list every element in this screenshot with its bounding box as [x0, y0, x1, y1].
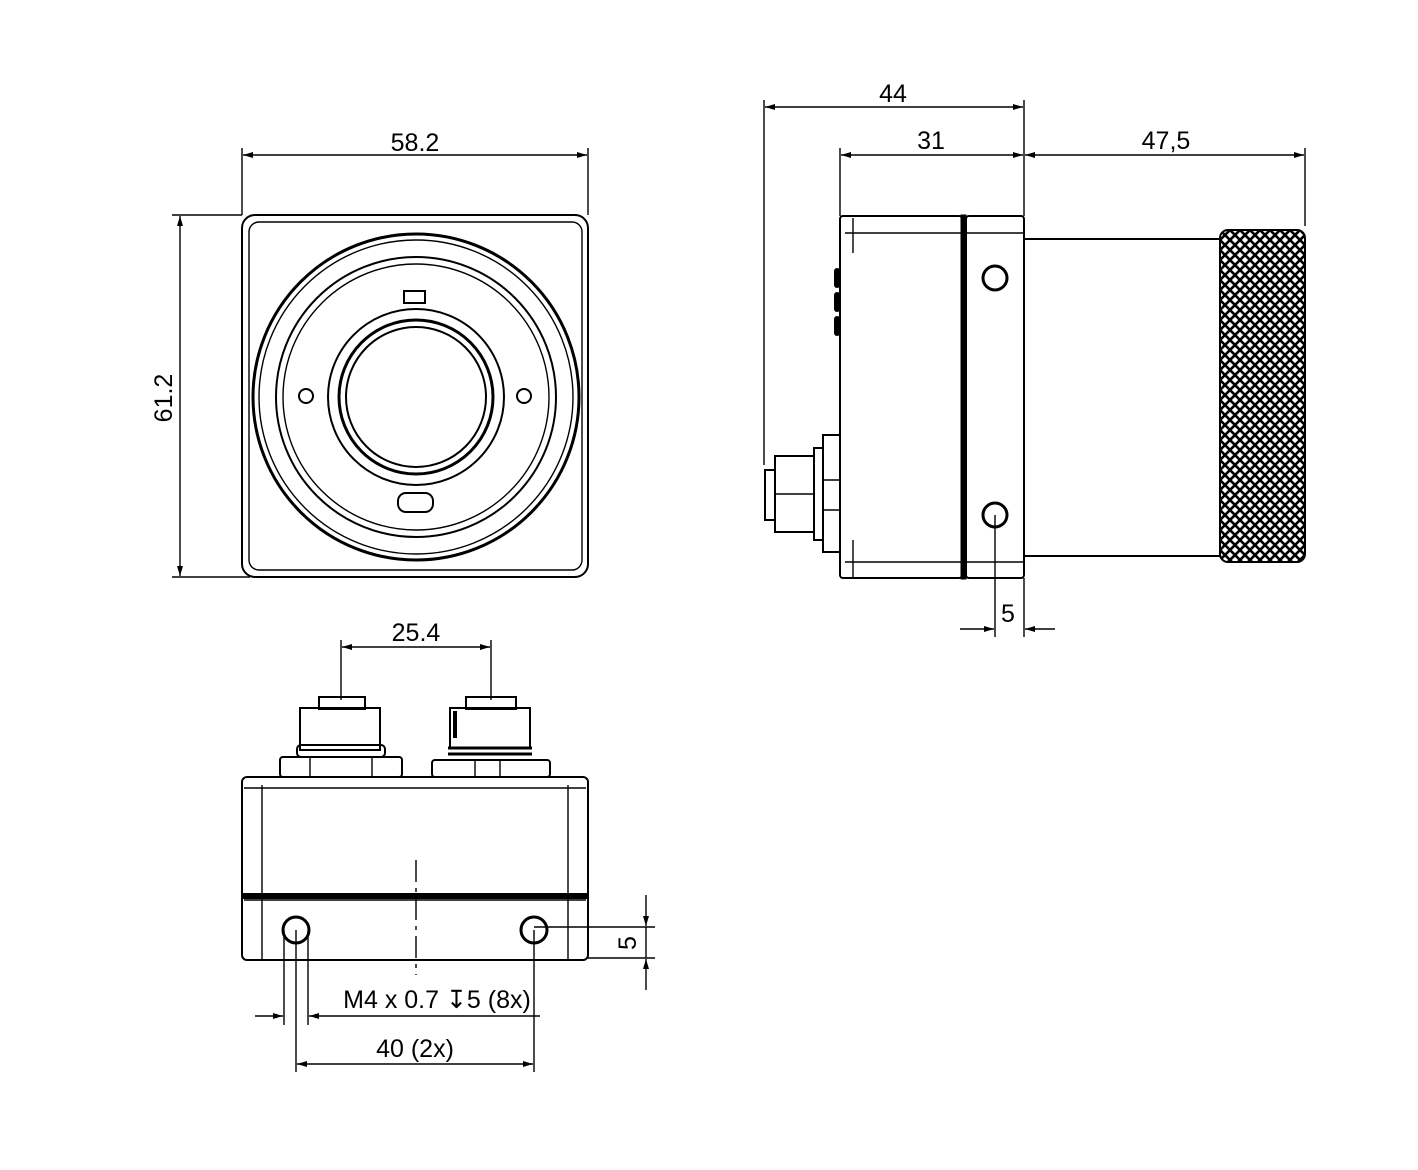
thread-spec: M4 x 0.7 ↧5 (8x)	[343, 986, 531, 1014]
connector-left	[279, 696, 403, 778]
side-connector	[764, 434, 841, 553]
lens-mount	[327, 308, 505, 486]
dim-height: 61.2	[150, 374, 178, 423]
dim-hole-spacing: 40 (2x)	[376, 1035, 454, 1063]
screw-hole	[298, 388, 314, 404]
dim-hole-offset: 5	[1001, 600, 1015, 628]
bottom-view: 25.4 5 M4 x 0.7 ↧5 (8x) 40 (2x)	[241, 619, 655, 1072]
connector-right	[431, 696, 551, 778]
knurled-lens-ring	[1219, 229, 1306, 563]
dim-body-depth: 31	[917, 127, 945, 155]
dim-width: 58.2	[391, 129, 440, 157]
dim-overall-depth: 44	[879, 80, 907, 108]
dim-lens-length: 47,5	[1142, 127, 1191, 155]
side-view: 44 31 47,5 5	[763, 80, 1306, 637]
knurl-ring	[251, 232, 581, 562]
mount-hole	[981, 264, 1009, 292]
screw-hole	[516, 388, 532, 404]
dim-connector-spacing: 25.4	[392, 619, 441, 647]
front-view: 58.2 61.2	[150, 129, 589, 578]
dim-hole-offset-bottom: 5	[614, 936, 642, 950]
led-indicator	[397, 492, 434, 513]
